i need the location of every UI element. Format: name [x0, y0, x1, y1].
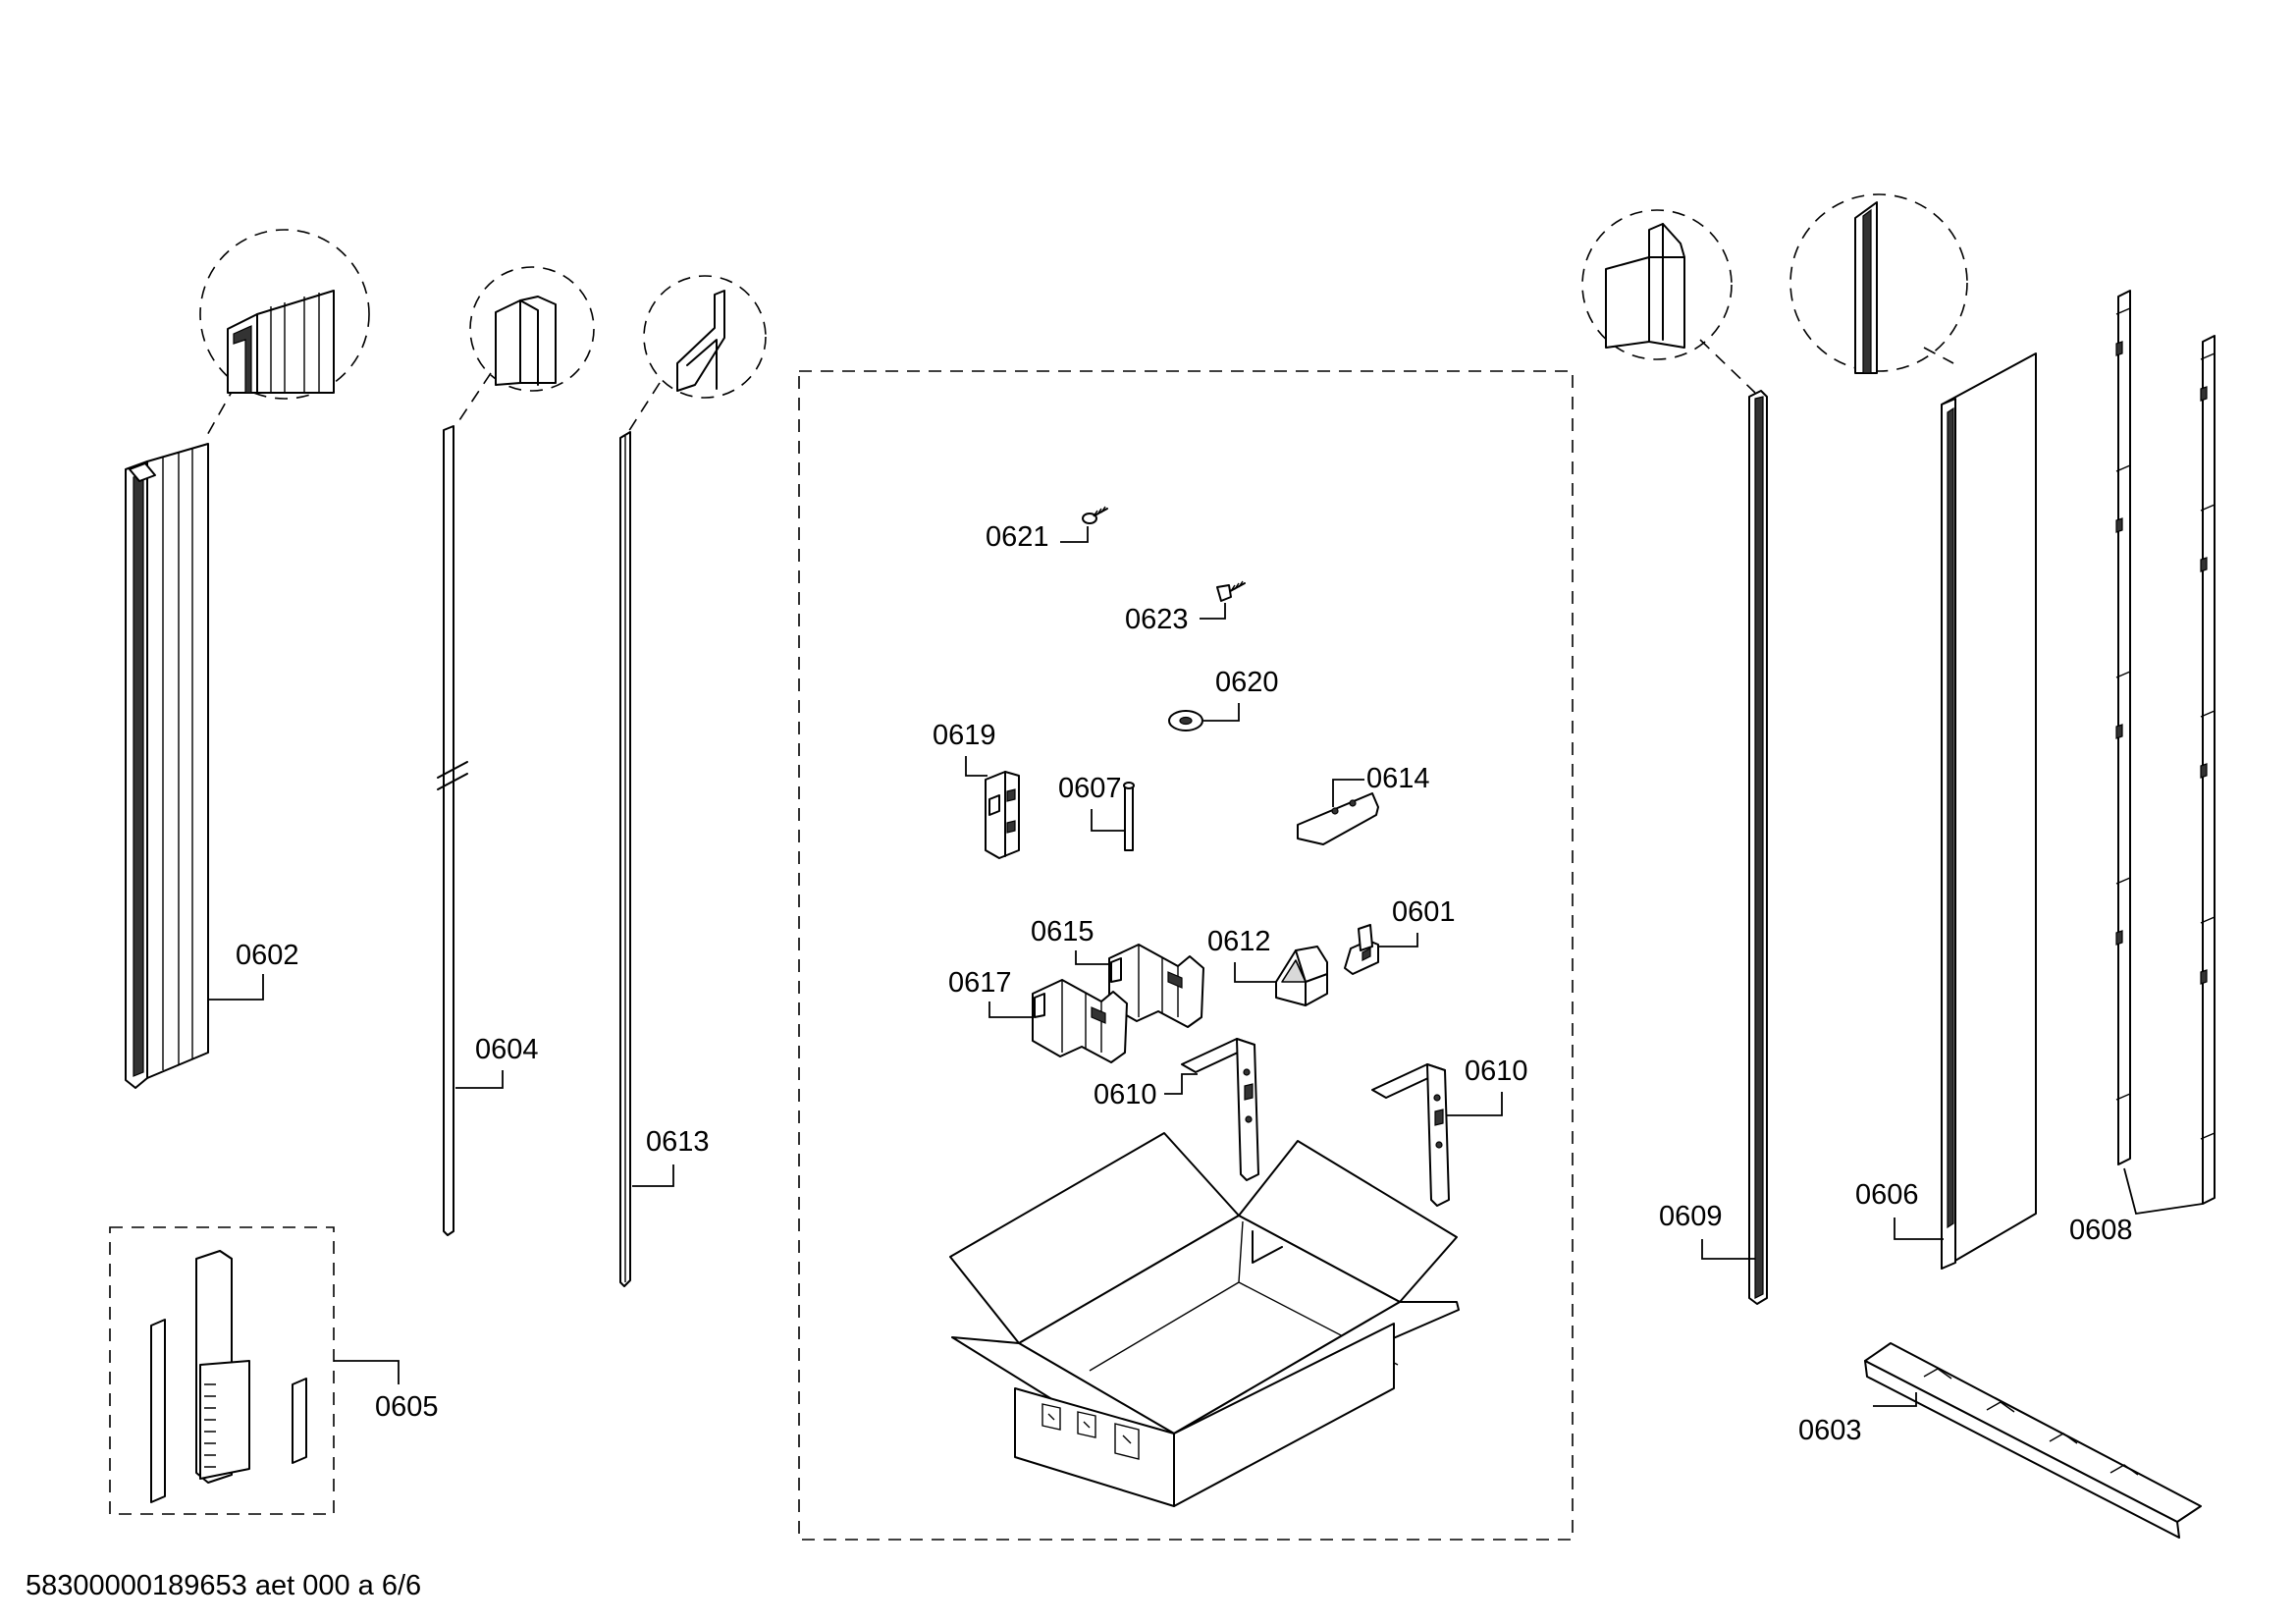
- label-0619: 0619: [933, 720, 996, 751]
- part-0623-screw: [1216, 580, 1246, 602]
- part-0610-bracket-left: [1181, 1038, 1259, 1181]
- part-0612-block: [1275, 946, 1328, 1006]
- label-0621: 0621: [986, 521, 1049, 553]
- part-0614-plate: [1297, 792, 1379, 845]
- label-0606: 0606: [1855, 1179, 1919, 1211]
- part-0620-washer: [1168, 710, 1203, 731]
- part-0610-bracket-right: [1371, 1063, 1450, 1207]
- label-0614: 0614: [1366, 763, 1430, 794]
- part-0608-strips: [2115, 290, 2216, 1205]
- part-0617-hinge: [1032, 979, 1128, 1063]
- label-0612: 0612: [1207, 926, 1271, 957]
- label-0617: 0617: [948, 967, 1012, 999]
- part-0609-rail: [1748, 390, 1768, 1305]
- label-0609: 0609: [1659, 1201, 1723, 1232]
- detail-circle-0609: [1581, 209, 1756, 394]
- label-0601: 0601: [1392, 896, 1456, 928]
- detail-circle-0602: [199, 229, 370, 438]
- part-0602-profile: [125, 443, 209, 1089]
- part-0607-pin: [1123, 782, 1135, 851]
- detail-circle-0613: [627, 275, 767, 433]
- label-0608: 0608: [2069, 1215, 2133, 1246]
- shipping-box: [949, 1132, 1460, 1507]
- part-0606-panel: [1941, 352, 2037, 1270]
- label-0610-left: 0610: [1094, 1079, 1157, 1110]
- part-0605-kit: [109, 1226, 335, 1515]
- label-0615: 0615: [1031, 916, 1095, 947]
- label-0620: 0620: [1215, 667, 1279, 698]
- part-0604-rail: [437, 425, 468, 1236]
- label-0604: 0604: [475, 1034, 539, 1065]
- part-0619-bracket: [985, 771, 1020, 859]
- document-id: 58300000189653 aet 000 a 6/6: [26, 1570, 421, 1601]
- label-0613: 0613: [646, 1126, 710, 1158]
- label-0623: 0623: [1125, 604, 1189, 635]
- part-0603-bar: [1864, 1342, 2202, 1539]
- detail-circle-0606: [1789, 193, 1968, 374]
- part-0615-hinge: [1108, 944, 1204, 1028]
- detail-circle-0604: [458, 266, 595, 421]
- part-0601-clip: [1344, 924, 1379, 975]
- label-0605: 0605: [375, 1391, 439, 1423]
- label-0610-right: 0610: [1465, 1056, 1528, 1087]
- part-0621-screw: [1082, 506, 1108, 524]
- part-0613-rail: [619, 431, 631, 1287]
- label-0607: 0607: [1058, 773, 1122, 804]
- label-0602: 0602: [236, 940, 299, 971]
- label-0603: 0603: [1798, 1415, 1862, 1446]
